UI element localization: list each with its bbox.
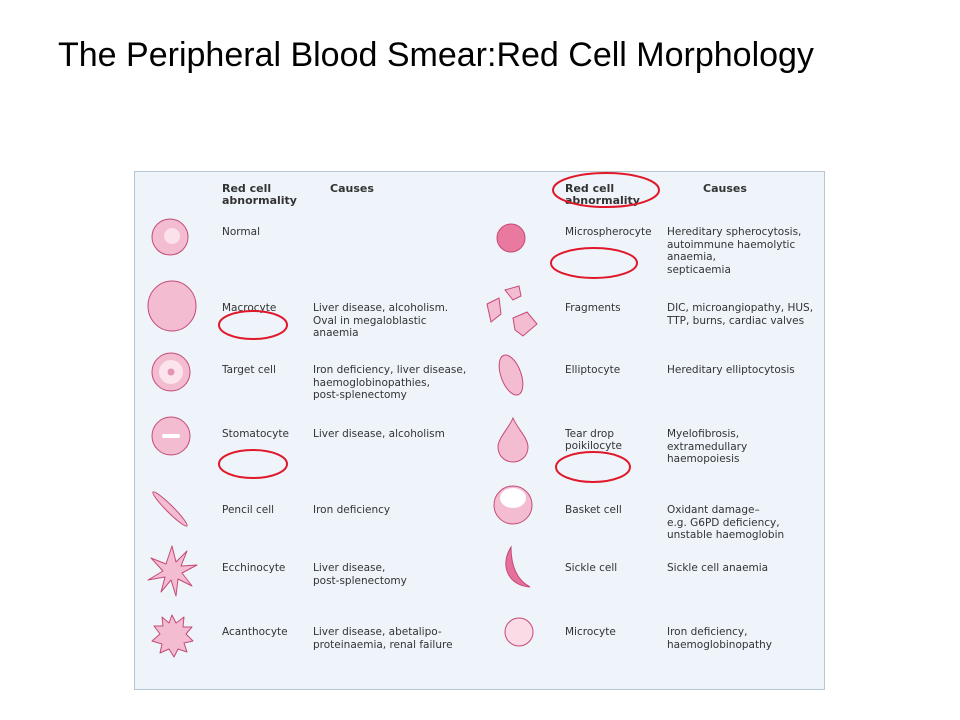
- row-name-sickle-cell: Sickle cell: [565, 562, 618, 574]
- fragments-icon: [486, 285, 538, 337]
- sickle-cell-icon: [505, 545, 531, 588]
- row-causes-stomatocyte: Liver disease, alcoholism: [313, 428, 445, 440]
- slide-title: The Peripheral Blood Smear:Red Cell Morp…: [58, 36, 814, 74]
- microspherocyte-icon: [496, 223, 526, 253]
- tear-drop-icon: [497, 416, 529, 463]
- row-causes-fragments: DIC, microangiopathy, HUS, TTP, burns, c…: [667, 302, 814, 327]
- left-abnormality-header: Red cell abnormality: [222, 182, 297, 207]
- row-name-pencil-cell: Pencil cell: [222, 504, 275, 516]
- row-name-normal: Normal: [222, 226, 260, 238]
- row-causes-microspherocyte: Hereditary spherocytosis, autoimmune hae…: [667, 226, 802, 276]
- left-causes-header: Causes: [330, 182, 374, 195]
- red-cell-morphology-figure: Red cell abnormality Causes Red cell abn…: [134, 171, 825, 690]
- row-name-fragments: Fragments: [565, 302, 621, 314]
- row-causes-macrocyte: Liver disease, alcoholism. Oval in megal…: [313, 302, 449, 339]
- row-causes-elliptocyte: Hereditary elliptocytosis: [667, 364, 795, 376]
- microcyte-icon: [504, 617, 534, 647]
- normal-cell-icon: [151, 218, 189, 256]
- row-name-basket-cell: Basket cell: [565, 504, 622, 516]
- row-causes-echinocyte: Liver disease, post-splenectomy: [313, 562, 407, 587]
- pencil-cell-icon: [152, 491, 188, 527]
- row-name-microspherocyte: Microspherocyte: [565, 226, 652, 238]
- target-cell-icon: [151, 352, 191, 392]
- row-name-acanthocyte: Acanthocyte: [222, 626, 288, 638]
- row-causes-tear-drop: Myelofibrosis, extramedullary haemopoies…: [667, 428, 748, 465]
- elliptocyte-icon: [498, 354, 524, 396]
- acanthocyte-icon: [151, 614, 194, 658]
- row-name-tear-drop: Tear drop poikilocyte: [565, 428, 622, 452]
- right-causes-header: Causes: [703, 182, 747, 195]
- row-name-echinocyte: Ecchinocyte: [222, 562, 286, 574]
- row-name-target-cell: Target cell: [222, 364, 276, 376]
- row-causes-microcyte: Iron deficiency, haemoglobinopathy: [667, 626, 772, 651]
- row-causes-acanthocyte: Liver disease, abetalipo- proteinaemia, …: [313, 626, 453, 651]
- stomatocyte-icon: [151, 416, 191, 456]
- row-causes-target-cell: Iron deficiency, liver disease, haemoglo…: [313, 364, 467, 401]
- basket-cell-icon: [493, 485, 533, 525]
- row-name-macrocyte: Macrocyte: [222, 302, 277, 314]
- row-causes-pencil-cell: Iron deficiency: [313, 504, 391, 516]
- row-causes-basket-cell: Oxidant damage– e.g. G6PD deficiency, un…: [667, 504, 785, 541]
- row-name-microcyte: Microcyte: [565, 626, 616, 638]
- echinocyte-icon: [147, 545, 198, 597]
- row-name-stomatocyte: Stomatocyte: [222, 428, 289, 440]
- row-name-elliptocyte: Elliptocyte: [565, 364, 621, 376]
- row-causes-sickle-cell: Sickle cell anaemia: [667, 562, 769, 574]
- right-abnormality-header: Red cell abnormality: [565, 182, 640, 207]
- macrocyte-icon: [147, 280, 197, 332]
